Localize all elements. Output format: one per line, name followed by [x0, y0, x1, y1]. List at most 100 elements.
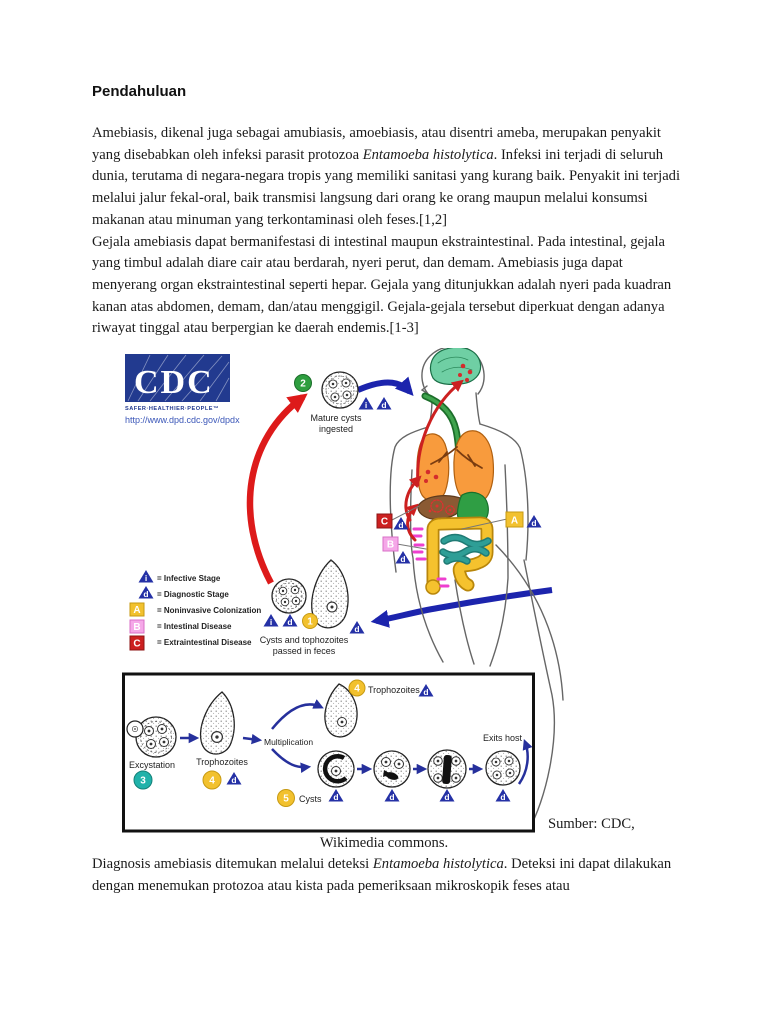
intro-paragraph-1: Amebiasis, dikenal juga sebagai amubiasi…	[92, 123, 684, 232]
intro-paragraph-2: Gejala amebiasis dapat bermanifestasi di…	[92, 233, 672, 337]
svg-text:d: d	[381, 400, 386, 410]
svg-text:d: d	[287, 617, 292, 627]
brain-abscess-dots	[458, 363, 473, 383]
inset-trophozoite-left	[200, 691, 235, 755]
legend-infective-triangle-icon: i	[138, 570, 154, 583]
lungs-organ	[416, 430, 495, 504]
stage2-number: 2	[300, 379, 306, 390]
diagnostic-triangle-icon: d	[226, 772, 242, 785]
exits-host-arrow-icon	[517, 739, 533, 785]
svg-text:i: i	[365, 400, 367, 410]
diagnosis-rest: . Deteksi ini dapat dilakukan dengan men…	[92, 856, 672, 894]
liver-organ	[417, 495, 465, 520]
legend-B-box: B	[129, 619, 145, 634]
feces-caption-2: passed in feces	[273, 646, 336, 656]
trophozoites-top-label: Trophozoites	[368, 685, 420, 695]
stage3-number: 3	[140, 776, 146, 787]
stage4b-badge	[348, 679, 366, 697]
svg-text:C: C	[133, 639, 140, 650]
cysts-label: Cysts	[299, 794, 322, 804]
svg-text:B: B	[387, 540, 394, 551]
exit-host-blue-arrow-icon	[370, 587, 553, 628]
infective-triangle-icon: i	[263, 614, 279, 627]
stage4b-number: 4	[354, 684, 360, 695]
life-cycle-diagram: CDC SAFER·HEALTHIER·PEOPLE™ http://www.d…	[122, 348, 564, 833]
figure-legend: i = Infective Stage d = Diagnostic Stage…	[129, 570, 261, 651]
cdc-url-link[interactable]: http://www.dpd.cdc.gov/dpdx	[125, 415, 240, 425]
stage2-badge	[294, 374, 312, 392]
small-intestine-organ	[439, 533, 492, 565]
cdc-logo-rays	[127, 354, 230, 402]
figure-source: Sumber: CDC,	[548, 816, 635, 832]
legend-C-box: C	[129, 635, 145, 651]
feces-trophozoite-drawing	[311, 559, 349, 629]
diagnostic-triangle-icon: d	[328, 789, 344, 802]
svg-text:d: d	[333, 792, 338, 802]
intro-p1-text: Amebiasis, dikenal juga sebagai amubiasi…	[92, 125, 661, 163]
ingestion-blue-arrow-icon	[356, 376, 414, 397]
cyst4-mature	[485, 750, 521, 786]
site-label-C: C	[376, 505, 420, 529]
diagnostic-triangle-icon: d	[393, 517, 409, 530]
svg-text:A: A	[133, 605, 140, 616]
exits-host-label: Exits host	[483, 733, 523, 743]
species-name-italic: Entamoeba histolytica	[362, 146, 494, 163]
body-outline	[389, 348, 564, 832]
cdc-tagline: SAFER·HEALTHIER·PEOPLE™	[125, 406, 219, 412]
stage5-number: 5	[283, 794, 289, 805]
legend-row-text: = Extraintestinal Disease	[157, 638, 252, 647]
svg-text:d: d	[500, 792, 505, 802]
inset-trophozoite-top	[324, 683, 358, 738]
diagnostic-triangle-icon: d	[495, 789, 511, 802]
human-body-figure: C d B d A d	[376, 348, 564, 832]
page-title: Pendahuluan	[92, 83, 187, 100]
intro-p1-rest: . Infeksi ini terjadi di seluruh dunia, …	[92, 146, 681, 228]
stage2-mature-cysts: 2 Mature cysts ingested i d	[294, 371, 392, 434]
figure-attribution: Wikimedia commons.	[319, 835, 449, 851]
infective-triangle-icon: i	[358, 397, 374, 410]
site-label-B: B	[382, 536, 427, 552]
diagnostic-triangle-icon: d	[349, 621, 365, 634]
arrow-icon	[271, 699, 324, 730]
svg-text:d: d	[423, 687, 428, 697]
arrow-icon	[242, 733, 263, 745]
cdc-logo-text: CDC	[134, 364, 214, 401]
intro-paragraphs: Amebiasis, dikenal juga sebagai amubiasi…	[92, 123, 684, 340]
lung-abscess-dots	[424, 469, 439, 483]
svg-text:d: d	[400, 554, 405, 564]
stage4-badge	[202, 770, 222, 790]
legend-row-text: = Intestinal Disease	[157, 622, 232, 631]
cdc-logo-box	[125, 354, 230, 402]
cyst2-developing	[373, 750, 411, 788]
species-name-italic: Entamoeba histolytica	[372, 856, 504, 872]
svg-text:A: A	[511, 516, 518, 527]
diagnostic-triangle-icon: d	[384, 789, 400, 802]
svg-text:d: d	[531, 518, 536, 528]
svg-text:d: d	[231, 775, 236, 785]
svg-text:i: i	[145, 573, 147, 583]
stage3-badge	[133, 770, 153, 790]
stage1-feces: i d 1 d Cysts and tophozoites passed in …	[260, 559, 365, 656]
excystation-drawing	[126, 716, 177, 758]
svg-text:i: i	[270, 617, 272, 627]
legend-A-box: A	[129, 602, 145, 617]
inset-box-diagram: Excystation 3 Trophozoites 4 d Multiplic…	[122, 672, 535, 833]
diagnostic-triangle-icon: d	[282, 614, 298, 627]
diagnostic-triangle-icon: d	[418, 684, 434, 697]
diagnostic-triangle-icon: d	[439, 789, 455, 802]
diagnostic-triangle-icon: d	[376, 397, 392, 410]
legend-row-text: = Infective Stage	[157, 574, 221, 583]
excystation-label: Excystation	[129, 760, 175, 770]
svg-text:d: d	[389, 792, 394, 802]
diagnostic-triangle-icon: d	[526, 515, 542, 528]
cyst1-immature	[317, 750, 355, 788]
stage5-badge	[277, 789, 295, 807]
svg-text:d: d	[444, 792, 449, 802]
svg-text:d: d	[354, 624, 359, 634]
legend-diagnostic-triangle-icon: d	[138, 586, 154, 599]
svg-text:C: C	[381, 517, 388, 528]
cdc-logo: CDC SAFER·HEALTHIER·PEOPLE™ http://www.d…	[125, 354, 240, 425]
brain-organ	[429, 348, 482, 386]
diagnosis-paragraph: Diagnosis amebiasis ditemukan melalui de…	[92, 854, 692, 897]
